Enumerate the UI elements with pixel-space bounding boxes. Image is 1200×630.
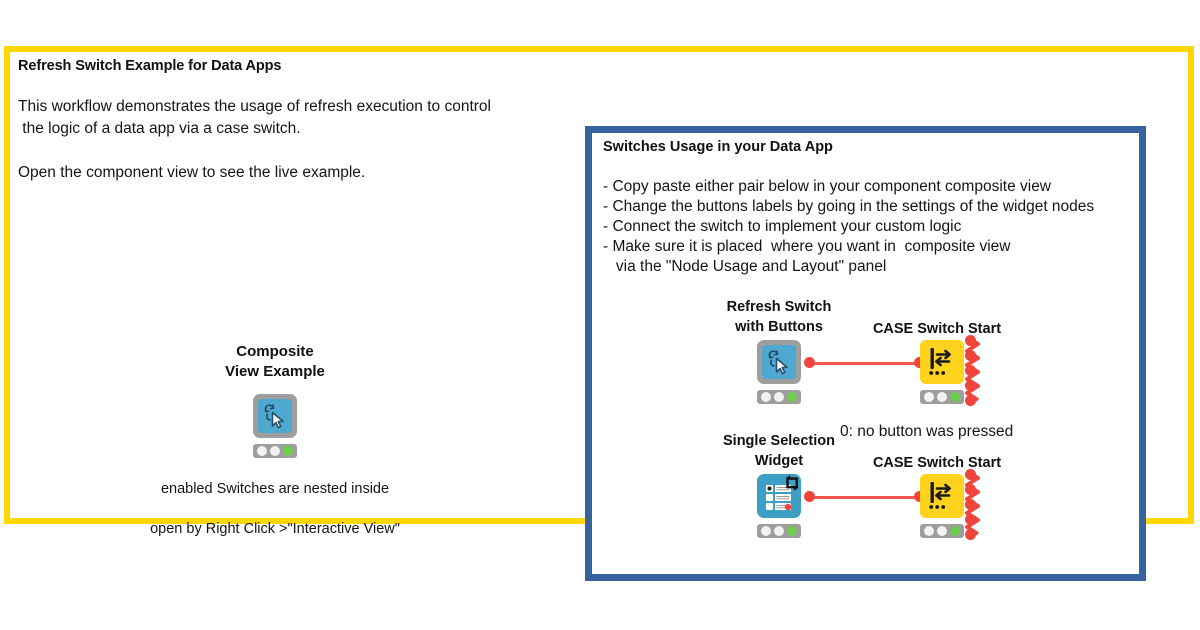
case-switch-output-port-3[interactable] (965, 499, 976, 510)
status-light-idle (923, 392, 934, 402)
case-switch-output-port-1[interactable] (965, 335, 976, 346)
case-switch-start-icon (920, 340, 964, 384)
case-switch-output-port-2[interactable] (965, 484, 976, 495)
blue-annotation-title: Switches Usage in your Data App (603, 139, 833, 155)
yellow-annotation-body: This workflow demonstrates the usage of … (18, 98, 491, 181)
yellow-annotation-title: Refresh Switch Example for Data Apps (18, 58, 282, 74)
connection-refresh-to-case[interactable] (814, 362, 924, 365)
refresh-switch-output-port[interactable] (804, 357, 815, 368)
connection-selection-to-case[interactable] (814, 496, 924, 499)
radio-list-glyph (766, 475, 798, 511)
node-status-lights (253, 444, 297, 458)
single-selection-label: Single Selection Widget (704, 431, 854, 471)
case-switch-input-port[interactable] (914, 357, 925, 368)
case-switch-output-port-2[interactable] (965, 350, 976, 361)
refresh-indicator-dot (784, 503, 792, 511)
composite-view-example-cluster: Composite View Example (130, 342, 420, 539)
switch-glyph (929, 482, 951, 509)
status-light-idle (760, 526, 771, 536)
composite-view-title: Composite View Example (130, 342, 420, 382)
composite-view-node-frame[interactable] (253, 394, 297, 438)
case-switch-start-icon (920, 474, 964, 518)
status-light-queued (773, 392, 784, 402)
status-light-executed (787, 392, 798, 402)
refresh-switch-node-frame[interactable] (757, 340, 801, 384)
case-switch-label-2: CASE Switch Start (872, 455, 1002, 471)
refresh-switch-label: Refresh Switch with Buttons (704, 297, 854, 337)
status-light-queued (269, 446, 280, 456)
status-light-idle (256, 446, 267, 456)
single-selection-node[interactable] (757, 474, 815, 538)
single-selection-output-port[interactable] (804, 491, 815, 502)
status-light-executed (787, 526, 798, 536)
node-status-lights (920, 524, 964, 538)
mouse-cursor-glyph (271, 411, 284, 429)
case-switch-node-1[interactable] (914, 335, 980, 406)
status-light-executed (950, 526, 961, 536)
refresh-loop-icon (786, 475, 798, 491)
single-selection-node-frame[interactable] (757, 474, 801, 518)
node-status-lights (920, 390, 964, 404)
status-light-idle (760, 392, 771, 402)
status-light-executed (283, 446, 294, 456)
status-light-queued (773, 526, 784, 536)
blue-annotation-bullets: - Copy paste either pair below in your c… (603, 178, 1095, 275)
mouse-cursor-glyph (775, 357, 788, 375)
case-switch-node-2[interactable] (914, 469, 980, 540)
case-switch-output-port-4[interactable] (965, 514, 976, 525)
case-switch-note: 0: no button was pressed (840, 423, 1014, 440)
case-switch-output-port-1[interactable] (965, 469, 976, 480)
refresh-switch-label-line2: with Buttons (735, 319, 823, 335)
composite-view-node[interactable] (253, 394, 297, 458)
status-light-idle (923, 526, 934, 536)
status-light-queued (936, 526, 947, 536)
status-light-queued (936, 392, 947, 402)
composite-caption-open: open by Right Click >"Interactive View" (150, 521, 400, 537)
refresh-switch-node[interactable] (757, 340, 815, 404)
composite-caption-nested: enabled Switches are nested inside (160, 481, 390, 497)
composite-view-title-line2: View Example (225, 363, 325, 380)
single-selection-label-line1: Single Selection (723, 433, 835, 449)
case-switch-output-port-5[interactable] (965, 529, 976, 540)
switch-glyph (929, 348, 951, 375)
workflow-annotation-blue[interactable]: Switches Usage in your Data App - Copy p… (585, 126, 1146, 581)
composite-view-title-line1: Composite (236, 343, 314, 360)
case-switch-output-port-3[interactable] (965, 365, 976, 376)
single-selection-widget-icon (757, 474, 801, 518)
single-selection-label-line2: Widget (754, 453, 804, 469)
case-switch-output-port-5[interactable] (965, 395, 976, 406)
cursor-refresh-glyph (768, 350, 788, 375)
case-switch-input-port[interactable] (914, 491, 925, 502)
composite-view-refresh-icon (258, 399, 292, 433)
case-switch-label-1: CASE Switch Start (872, 321, 1002, 337)
case-switch-output-port-4[interactable] (965, 380, 976, 391)
node-status-lights (757, 524, 801, 538)
refresh-switch-label-line1: Refresh Switch (726, 299, 832, 315)
refresh-switch-buttons-icon (762, 345, 796, 379)
cursor-refresh-glyph (264, 404, 284, 429)
node-status-lights (757, 390, 801, 404)
status-light-executed (950, 392, 961, 402)
